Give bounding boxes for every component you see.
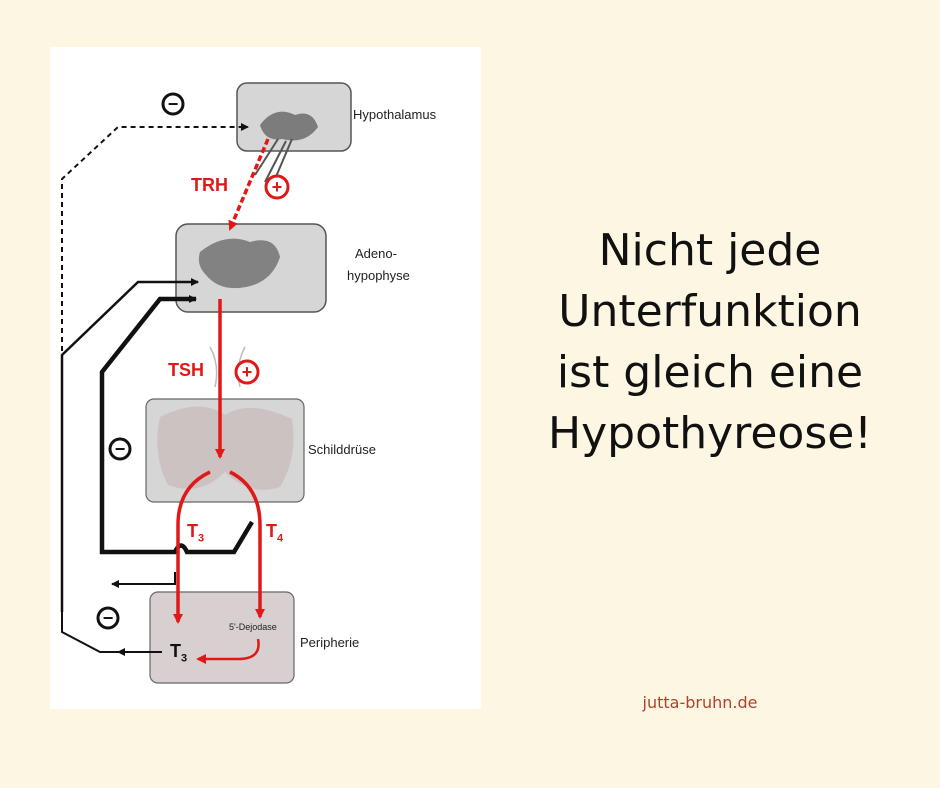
svg-text:+: + xyxy=(272,177,283,197)
svg-text:−: − xyxy=(168,94,179,114)
headline-line-2: Unterfunktion xyxy=(558,286,862,337)
headline: Nicht jede Unterfunktion ist gleich eine… xyxy=(505,220,915,464)
tsh-label: TSH xyxy=(168,360,204,380)
thyroid-label: Schilddrüse xyxy=(308,442,376,457)
feedback-line-pituitary-long xyxy=(60,278,199,612)
enzyme-label: 5'-Dejodase xyxy=(229,622,277,632)
trh-label: TRH xyxy=(191,175,228,195)
headline-line-3: ist gleich eine xyxy=(556,347,864,398)
periphery-t3-label: T3 xyxy=(170,641,188,665)
adeno-label-line2: hypophyse xyxy=(347,268,410,283)
hypothalamus-label: Hypothalamus xyxy=(353,107,437,122)
t3-arrow xyxy=(173,470,211,624)
website-link[interactable]: jutta-bruhn.de xyxy=(642,693,758,712)
diagram-panel: + + − − − 5'-Dejodase Hypothalamus Adeno… xyxy=(50,47,481,709)
minus-circle-icon: − xyxy=(96,606,120,630)
adeno-label-line1: Adeno- xyxy=(355,246,397,261)
svg-text:+: + xyxy=(242,362,253,382)
minus-circle-icon: − xyxy=(108,437,132,461)
dejodase-arrow xyxy=(196,638,260,664)
thyroid-tissue xyxy=(157,406,294,490)
trh-arrow xyxy=(228,138,270,231)
t3-label: T3 xyxy=(187,521,205,545)
plus-circle-icon: + xyxy=(264,174,290,200)
svg-text:−: − xyxy=(103,608,114,628)
thyroid-axis-diagram: + + − − − 5'-Dejodase xyxy=(60,82,352,684)
t4-label: T4 xyxy=(266,521,284,545)
hypothalamus-stalk xyxy=(254,138,293,183)
periphery-box xyxy=(149,591,295,684)
hypothalamus-network xyxy=(260,111,318,141)
minus-circle-icon: − xyxy=(161,92,185,116)
plus-circle-icon: + xyxy=(234,359,260,385)
headline-line-4: Hypothyreose! xyxy=(548,408,872,459)
pituitary-network xyxy=(198,238,280,289)
feedback-line-periphery xyxy=(111,572,176,588)
periphery-label: Peripherie xyxy=(300,635,360,650)
headline-line-1: Nicht jede xyxy=(598,225,822,276)
svg-text:−: − xyxy=(115,439,126,459)
t4-arrow xyxy=(229,470,265,619)
